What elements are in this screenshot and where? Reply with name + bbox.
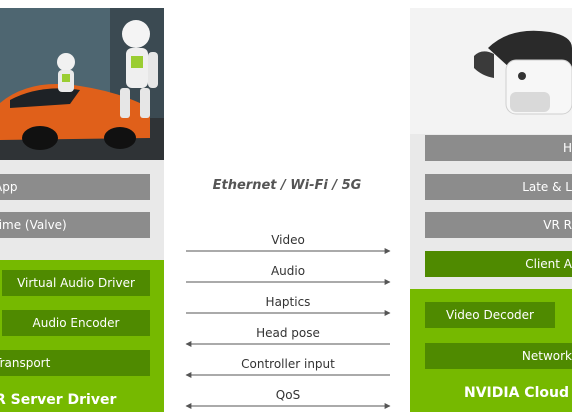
vr-headset-image xyxy=(410,8,572,134)
client-app-layer: Client A xyxy=(425,251,572,277)
audio-encoder: Audio Encoder xyxy=(2,310,150,336)
client-layer-1: H xyxy=(425,135,572,161)
car-robots-illustration xyxy=(0,8,164,160)
flow-label-haptics: Haptics xyxy=(265,295,311,309)
vr-headset-illustration xyxy=(410,8,572,134)
server-panel: App time (Valve) Virtual Audio Driver Au… xyxy=(0,8,164,412)
flow-label-video: Video xyxy=(271,233,305,247)
flow-label-audio: Audio xyxy=(270,264,306,278)
cloudxr-client-block: Video Decoder Network NVIDIA Cloud xyxy=(410,289,572,412)
virtual-audio-driver: Virtual Audio Driver xyxy=(2,270,150,296)
client-layer-2: Late & L xyxy=(425,174,572,200)
client-panel: H Late & L VR R Client A Video Decoder N… xyxy=(410,8,572,412)
transport-layer: Transport xyxy=(0,350,150,376)
client-layer-3: VR R xyxy=(425,212,572,238)
runtime-layer: time (Valve) xyxy=(0,212,150,238)
server-driver-label: R Server Driver xyxy=(0,392,117,408)
network-layer: Network xyxy=(425,343,572,369)
flow-label-controller-input: Controller input xyxy=(241,357,335,371)
flow-label-head-pose: Head pose xyxy=(256,326,320,340)
cloud-client-label: NVIDIA Cloud xyxy=(464,385,569,401)
app-layer: App xyxy=(0,174,150,200)
video-decoder: Video Decoder xyxy=(425,302,555,328)
server-driver-block: Virtual Audio Driver Audio Encoder Trans… xyxy=(0,260,164,412)
flow-label-qos: QoS xyxy=(275,388,301,402)
network-title: Ethernet / Wi-Fi / 5G xyxy=(212,178,362,193)
car-robots-image xyxy=(0,8,164,160)
